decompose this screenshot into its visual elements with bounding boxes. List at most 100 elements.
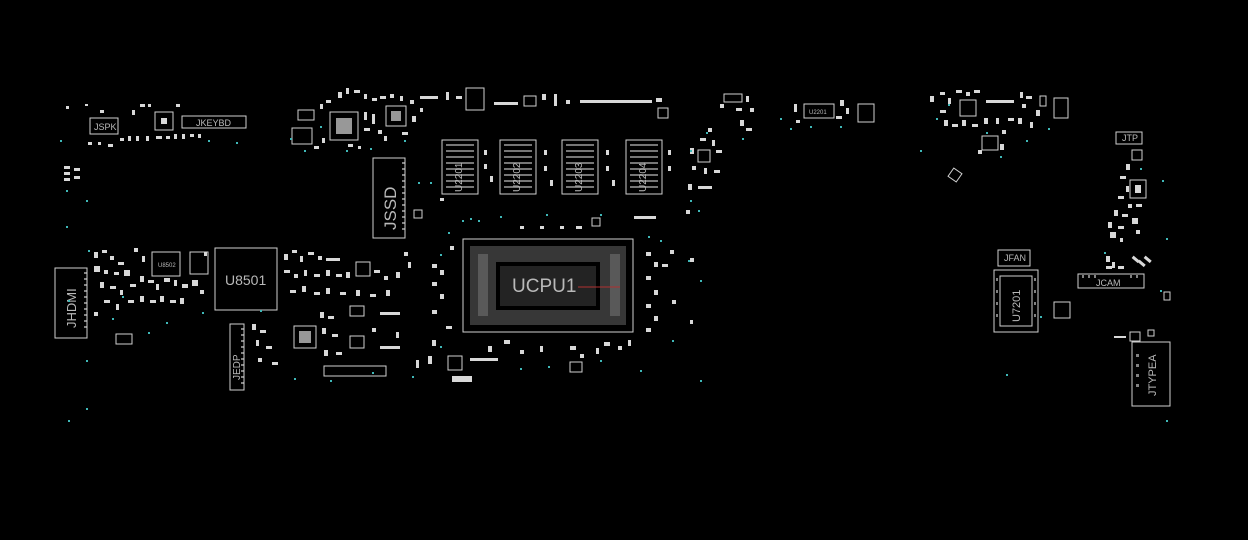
- pmic-chip-2[interactable]: [385, 105, 407, 127]
- via-dot: [88, 250, 90, 252]
- via-dot: [320, 126, 322, 128]
- memory-chip-label: U2202: [512, 162, 523, 192]
- via-dot: [208, 140, 210, 142]
- via-dot: [404, 140, 406, 142]
- via-dot: [648, 236, 650, 238]
- memory-chip-u2203[interactable]: U2203: [561, 139, 599, 195]
- via-dot: [412, 376, 414, 378]
- via-dot: [920, 150, 922, 152]
- jhdmi-connector[interactable]: JHDMI: [54, 267, 88, 339]
- jtypea-label: JTYPEA: [1147, 354, 1159, 396]
- via-dot: [202, 312, 204, 314]
- via-dot: [236, 142, 238, 144]
- via-dot: [418, 182, 420, 184]
- via-dot: [700, 280, 702, 282]
- jcam-connector[interactable]: JCAM: [1077, 273, 1145, 289]
- right-cpu-passives: [686, 96, 849, 214]
- u7201-label: U7201: [1011, 290, 1023, 322]
- edp-passives: [252, 250, 411, 365]
- via-dot: [260, 310, 262, 312]
- via-dot: [700, 380, 702, 382]
- via-dot: [440, 254, 442, 256]
- jtypea-connector[interactable]: JTYPEA: [1131, 341, 1171, 407]
- via-dot: [60, 140, 62, 142]
- pmic-chip-3[interactable]: [293, 325, 317, 349]
- via-dot: [330, 380, 332, 382]
- jssd-connector[interactable]: JSSD: [372, 157, 406, 239]
- via-dot: [548, 366, 550, 368]
- via-dot: [1026, 140, 1028, 142]
- via-dot: [1140, 168, 1142, 170]
- via-dot: [1160, 290, 1162, 292]
- u8501-chip[interactable]: U8501: [214, 247, 278, 311]
- via-dot: [1006, 374, 1008, 376]
- memory-chip-label: U2203: [574, 162, 585, 192]
- jspk-label: JSPK: [94, 122, 117, 132]
- via-dot: [1166, 238, 1168, 240]
- jedp-label: JEDP: [232, 354, 243, 380]
- via-dot: [1162, 180, 1164, 182]
- via-dot: [290, 138, 292, 140]
- u8502-chip[interactable]: U8502: [151, 251, 181, 277]
- u8502-label: U8502: [158, 263, 176, 269]
- via-dot: [440, 346, 442, 348]
- via-dot: [1040, 316, 1042, 318]
- jkeybd-connector[interactable]: [181, 115, 247, 129]
- via-dot: [1000, 156, 1002, 158]
- via-dot: [122, 296, 124, 298]
- via-dot: [840, 126, 842, 128]
- memory-chip-u2204[interactable]: U2204: [625, 139, 663, 195]
- via-dot: [546, 214, 548, 216]
- jfan-label: JFAN: [1004, 253, 1026, 263]
- jtp-label: JTP: [1122, 133, 1138, 143]
- memory-chips: U2201 U2202 U2203: [440, 139, 671, 229]
- memory-chip-u2201[interactable]: U2201: [441, 139, 479, 195]
- via-dot: [690, 200, 692, 202]
- hdmi-passives: [94, 248, 207, 316]
- via-dot: [86, 408, 88, 410]
- via-dot: [470, 218, 472, 220]
- memory-chip-label: U2201: [454, 162, 465, 192]
- via-dot: [68, 300, 70, 302]
- via-layer: [60, 104, 1168, 422]
- via-dot: [742, 138, 744, 140]
- jhdmi-label: JHDMI: [64, 288, 79, 328]
- memory-chip-label: U2204: [638, 162, 649, 192]
- u7201-chip[interactable]: U7201: [993, 269, 1039, 333]
- u2201-module[interactable]: U2201: [803, 103, 835, 119]
- memory-chip-u2202[interactable]: U2202: [499, 139, 537, 195]
- via-dot: [672, 340, 674, 342]
- via-dot: [66, 226, 68, 228]
- via-dot: [148, 332, 150, 334]
- keyboard-ic[interactable]: [154, 111, 174, 131]
- cpu-decoupling: [416, 246, 694, 382]
- via-dot: [790, 128, 792, 130]
- jssd-label: JSSD: [381, 187, 400, 230]
- pmic-chip[interactable]: [329, 111, 359, 141]
- via-dot: [68, 420, 70, 422]
- u2201-label: U2201: [809, 110, 827, 116]
- via-dot: [478, 220, 480, 222]
- via-dot: [936, 118, 938, 120]
- via-dot: [370, 148, 372, 150]
- jedp-connector[interactable]: JEDP: [229, 323, 245, 391]
- via-dot: [346, 150, 348, 152]
- via-dot: [520, 368, 522, 370]
- via-dot: [706, 132, 708, 134]
- jfan-connector[interactable]: JFAN: [997, 249, 1031, 267]
- via-dot: [690, 150, 692, 152]
- cpu-ucpu1[interactable]: UCPU1: [462, 238, 634, 333]
- via-dot: [948, 104, 950, 106]
- jspk-connector[interactable]: [89, 117, 119, 135]
- via-dot: [688, 260, 690, 262]
- via-dot: [430, 182, 432, 184]
- jcam-label: JCAM: [1096, 278, 1121, 288]
- via-dot: [500, 216, 502, 218]
- via-dot: [86, 360, 88, 362]
- via-dot: [660, 240, 662, 242]
- via-dot: [166, 322, 168, 324]
- jtp-connector[interactable]: JTP: [1115, 131, 1143, 145]
- via-dot: [698, 210, 700, 212]
- via-dot: [462, 220, 464, 222]
